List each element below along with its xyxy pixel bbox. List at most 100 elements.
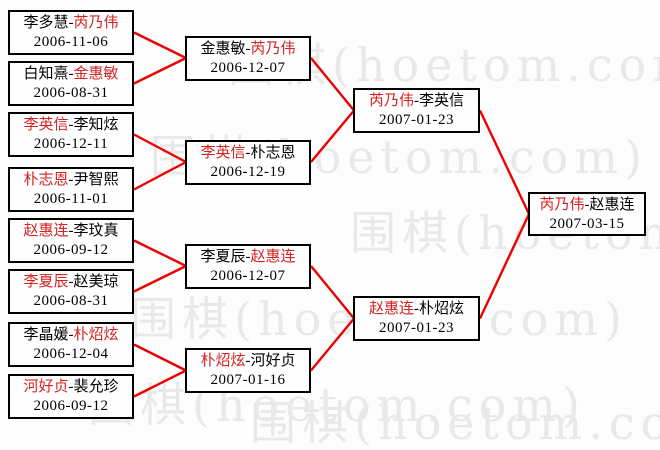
separator: -	[68, 117, 74, 133]
match-date: 2006-12-11	[33, 136, 109, 152]
separator: -	[584, 196, 590, 213]
winner-name: 芮乃伟	[368, 93, 414, 109]
winner-name: 金惠敏	[73, 66, 119, 82]
match-box-r1-5: 赵惠连-李玟真 2006-09-12	[8, 218, 134, 263]
match-players: 李多慧-芮乃伟	[23, 13, 118, 33]
match-box-final: 芮乃伟-赵惠连 2007-03-15	[528, 192, 646, 236]
match-date: 2006-12-07	[210, 60, 286, 76]
match-players: 朴炤炫-河好贞	[200, 351, 295, 371]
match-box-r1-2: 白知熹-金惠敏 2006-08-31	[8, 61, 134, 106]
match-box-r2-1: 金惠敏-芮乃伟 2006-12-07	[185, 36, 311, 81]
match-players: 李英信-朴志恩	[200, 143, 295, 163]
connector-line	[133, 264, 187, 293]
winner-name: 朴志恩	[23, 172, 69, 188]
match-box-r2-3: 李夏辰-赵惠连 2006-12-07	[185, 244, 311, 289]
separator: -	[414, 301, 419, 317]
match-date: 2006-08-31	[33, 293, 109, 309]
match-players: 李英信-李知炫	[23, 115, 118, 135]
winner-name: 朴炤炫	[73, 327, 119, 343]
connector-line	[478, 109, 531, 215]
separator: -	[245, 145, 251, 161]
match-date: 2006-11-06	[33, 34, 109, 50]
match-date: 2006-08-31	[33, 85, 109, 101]
winner-name: 河好贞	[23, 379, 69, 395]
separator: -	[68, 66, 74, 82]
player-name: 李多慧	[23, 15, 69, 31]
match-players: 金惠敏-芮乃伟	[200, 39, 295, 59]
match-date: 2006-12-04	[33, 346, 109, 362]
match-date: 2006-11-01	[33, 191, 109, 207]
bracket-diagram: 围棋(hoetom.com) 围棋(hoetom.com) 围棋(hoetom.…	[8, 10, 660, 446]
separator: -	[68, 172, 74, 188]
separator: -	[68, 274, 74, 290]
connector-line	[133, 369, 187, 398]
match-date: 2007-01-23	[379, 320, 454, 336]
match-date: 2007-03-15	[549, 215, 625, 232]
match-box-r2-4: 朴炤炫-河好贞 2007-01-16	[185, 348, 311, 393]
match-players: 李夏辰-赵惠连	[200, 247, 295, 267]
connector-line	[478, 213, 531, 320]
player-name: 裴允珍	[73, 379, 119, 395]
separator: -	[245, 41, 251, 57]
winner-name: 李英信	[200, 145, 246, 161]
match-box-r1-1: 李多慧-芮乃伟 2006-11-06	[8, 10, 134, 55]
player-name: 李夏辰	[200, 249, 246, 265]
player-name: 金惠敏	[200, 41, 246, 57]
connector-line	[133, 56, 187, 85]
player-name: 河好贞	[250, 353, 296, 369]
separator: -	[68, 15, 74, 31]
match-players: 芮乃伟-赵惠连	[539, 195, 634, 215]
match-players: 芮乃伟-李英信	[369, 91, 464, 111]
separator: -	[245, 249, 251, 265]
connector-line	[133, 343, 187, 372]
player-name: 朴志恩	[250, 145, 296, 161]
winner-name: 赵惠连	[250, 249, 296, 265]
player-name: 李英信	[419, 93, 465, 109]
match-box-r1-8: 河好贞-裴允珍 2006-09-12	[8, 374, 134, 419]
winner-name: 朴炤炫	[200, 353, 246, 369]
winner-name: 芮乃伟	[73, 15, 119, 31]
match-players: 李晶媛-朴炤炫	[23, 325, 118, 345]
player-name: 白知熹	[23, 66, 69, 82]
match-box-r1-6: 李夏辰-赵美琼 2006-08-31	[8, 269, 134, 314]
winner-name: 芮乃伟	[250, 41, 296, 57]
match-players: 赵惠连-朴炤炫	[369, 299, 464, 319]
winner-name: 芮乃伟	[539, 196, 585, 213]
connector-line	[133, 239, 187, 268]
match-date: 2007-01-23	[379, 112, 454, 128]
player-name: 李晶媛	[23, 327, 69, 343]
match-box-r1-7: 李晶媛-朴炤炫 2006-12-04	[8, 322, 134, 367]
player-name: 李知炫	[73, 117, 119, 133]
match-date: 2006-12-19	[210, 164, 286, 180]
match-players: 李夏辰-赵美琼	[23, 272, 118, 292]
match-players: 朴志恩-尹智熙	[23, 170, 118, 190]
separator: -	[414, 93, 419, 109]
separator: -	[68, 379, 74, 395]
match-players: 赵惠连-李玟真	[23, 221, 118, 241]
separator: -	[245, 353, 251, 369]
match-box-sf-2: 赵惠连-朴炤炫 2007-01-23	[353, 296, 480, 341]
connector-line	[133, 160, 187, 191]
match-box-r1-3: 李英信-李知炫 2006-12-11	[8, 112, 134, 157]
player-name: 赵美琼	[73, 274, 119, 290]
separator: -	[68, 327, 74, 343]
connector-line	[310, 57, 355, 112]
connector-lines	[133, 31, 531, 398]
player-name: 赵惠连	[589, 196, 635, 213]
match-date: 2006-12-07	[210, 268, 286, 284]
player-name: 朴炤炫	[419, 301, 465, 317]
match-box-r1-4: 朴志恩-尹智熙 2006-11-01	[8, 167, 134, 212]
match-date: 2007-01-16	[210, 372, 286, 388]
connector-line	[310, 265, 355, 320]
connector-line	[133, 133, 187, 164]
match-date: 2006-09-12	[33, 242, 109, 258]
connector-line	[310, 109, 355, 163]
connector-line	[133, 31, 187, 60]
match-date: 2006-09-12	[33, 398, 109, 414]
match-box-sf-1: 芮乃伟-李英信 2007-01-23	[353, 88, 480, 133]
separator: -	[68, 223, 74, 239]
connector-line	[310, 317, 355, 372]
player-name: 尹智熙	[73, 172, 119, 188]
winner-name: 李夏辰	[23, 274, 69, 290]
winner-name: 赵惠连	[23, 223, 69, 239]
